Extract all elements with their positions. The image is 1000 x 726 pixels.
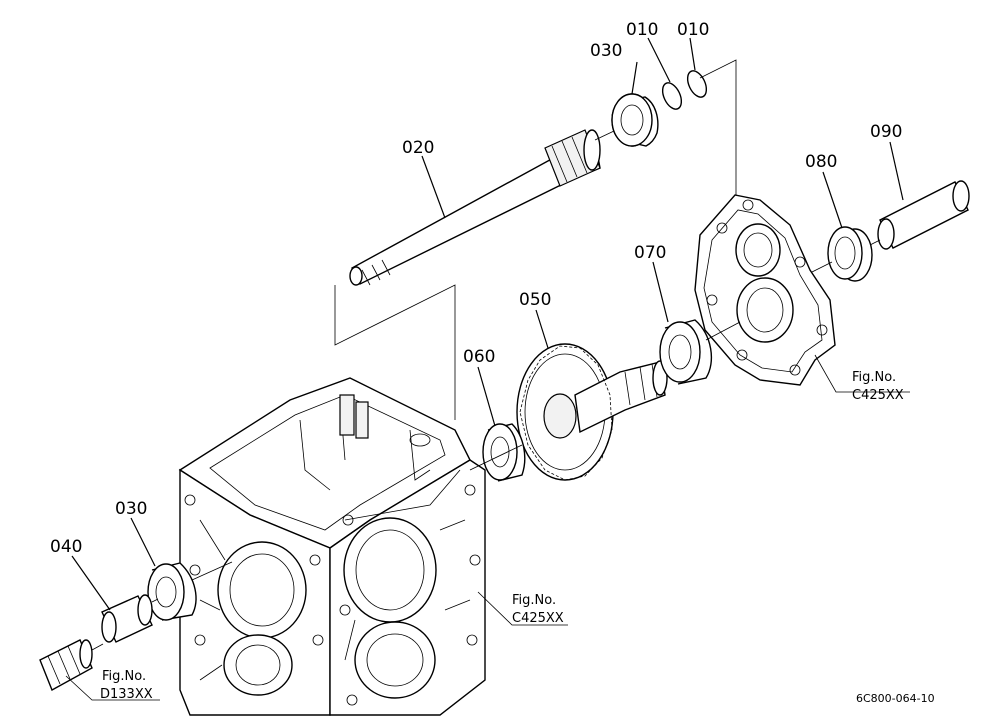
bearing-060 (482, 423, 526, 482)
shaft-020 (349, 129, 601, 286)
reference-left-housing[interactable]: Fig.No. C425XX (512, 593, 564, 626)
callout-090: 090 (870, 122, 902, 142)
callout-010-right: 010 (677, 20, 709, 40)
callout-030-top: 030 (590, 41, 622, 61)
cover-housing (694, 194, 836, 386)
transmission-case (178, 377, 486, 716)
reference-left-housing-label: Fig.No. (512, 593, 556, 608)
splined-shaft-end (39, 639, 93, 691)
drawing-code: 6C800-064-10 (856, 692, 935, 705)
callout-020: 020 (402, 138, 434, 158)
reference-shaft-end-code[interactable]: D133XX (100, 687, 153, 702)
collar-040 (101, 594, 153, 643)
reference-shaft-end-label: Fig.No. (102, 669, 146, 684)
callout-040: 040 (50, 537, 82, 557)
reference-shaft-end[interactable]: Fig.No. D133XX (100, 669, 153, 702)
reference-right-housing[interactable]: Fig.No. C425XX (852, 370, 904, 403)
callout-060: 060 (463, 347, 495, 367)
reference-left-housing-code[interactable]: C425XX (512, 611, 564, 626)
callout-080: 080 (805, 152, 837, 172)
bearing-030-left (147, 562, 197, 621)
callout-010-left: 010 (626, 20, 658, 40)
callout-050: 050 (519, 290, 551, 310)
leader-lines (65, 37, 910, 701)
reference-right-housing-label: Fig.No. (852, 370, 896, 385)
callout-030-left: 030 (115, 499, 147, 519)
gear-050 (516, 343, 668, 481)
bearing-030-top (611, 93, 659, 147)
callout-070: 070 (634, 243, 666, 263)
seal-080 (827, 226, 873, 282)
reference-right-housing-code[interactable]: C425XX (852, 388, 904, 403)
sleeve-090 (877, 180, 970, 250)
bearing-070 (659, 319, 713, 385)
